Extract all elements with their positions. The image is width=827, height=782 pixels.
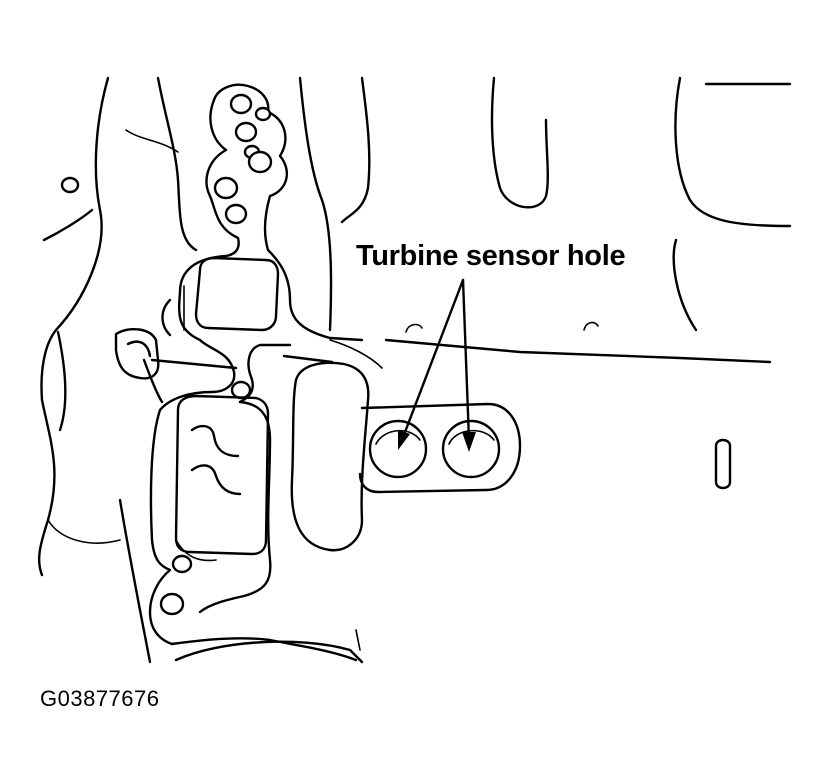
case-ribs — [282, 76, 383, 369]
arrowhead-left — [398, 430, 410, 450]
figure-id-label: G03877676 — [40, 686, 160, 711]
case-upper-outline — [125, 76, 198, 337]
case-slot — [714, 438, 732, 490]
arrowhead-right — [462, 432, 476, 452]
gasket-holes — [159, 93, 273, 616]
mounting-hole — [60, 176, 80, 194]
gasket-tab — [114, 328, 238, 404]
turbine-sensor-hole-right — [441, 419, 501, 479]
gasket-window-upper — [183, 256, 280, 332]
case-left-edge — [37, 76, 152, 664]
callout-arrows — [398, 278, 476, 452]
case-right-features — [384, 76, 792, 364]
turbine-sensor-hole-label: Turbine sensor hole — [356, 240, 626, 272]
case-lower-bore — [174, 629, 364, 664]
gasket-window-lower — [174, 394, 270, 562]
turbine-sensor-boss — [290, 361, 522, 552]
